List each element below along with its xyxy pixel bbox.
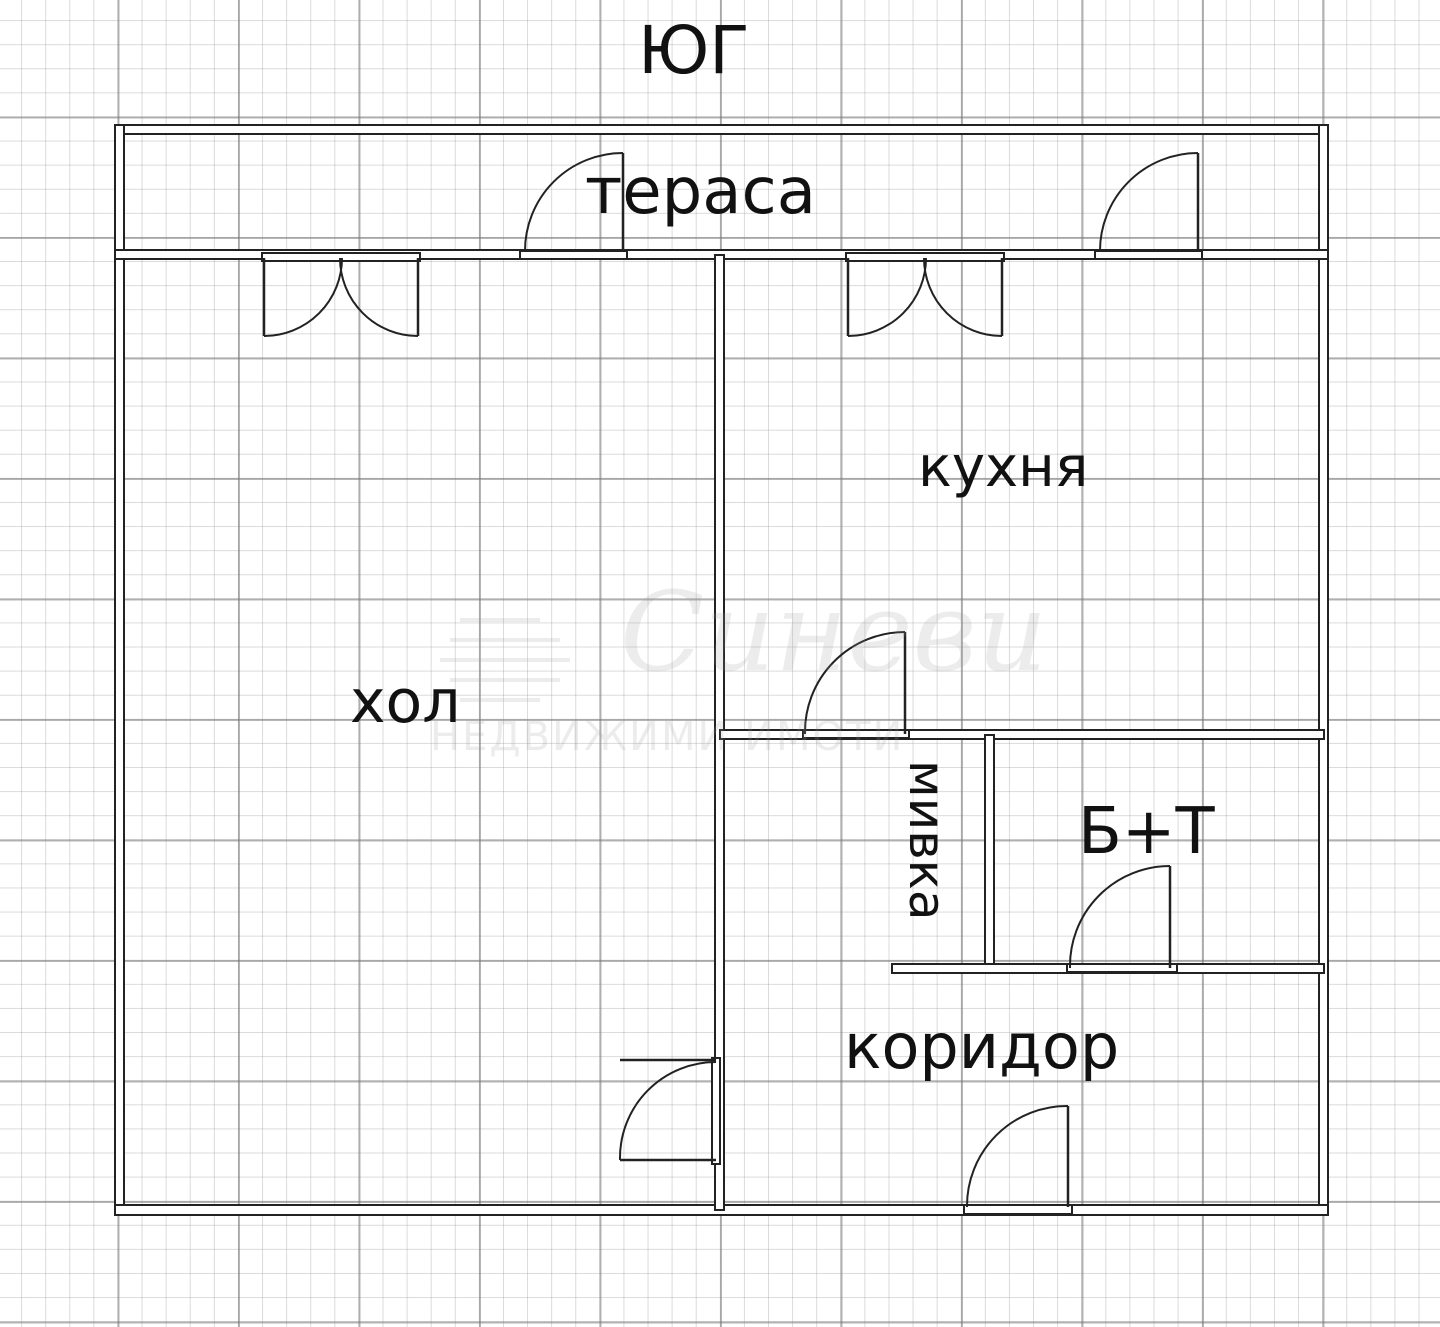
room-label-living-room: хол (350, 667, 461, 737)
door-living (618, 1057, 721, 1165)
wall-top (114, 124, 1329, 135)
room-label-sink: мивка (898, 760, 956, 921)
door-kitchen-double (845, 252, 1005, 337)
orientation-label-south: ЮГ (638, 12, 750, 89)
watermark-logo-text: Синеви (620, 568, 1047, 696)
wall-left (114, 124, 125, 1216)
room-label-corridor: коридор (844, 1010, 1120, 1083)
door-living-double (261, 252, 421, 337)
door-entrance (963, 1104, 1073, 1215)
watermark-swirl-icon (440, 618, 570, 702)
watermark-tagline: НЕДВИЖИМИ ИМОТИ (430, 714, 904, 760)
door-kitchen (802, 631, 910, 739)
door-terrace-left (519, 152, 628, 260)
room-label-kitchen: кухня (918, 435, 1089, 500)
door-bathroom (1066, 865, 1178, 973)
room-label-bathroom: Б+Т (1078, 795, 1215, 869)
door-terrace-right (1094, 152, 1203, 260)
wall-kitchen-bottom (719, 729, 1325, 740)
room-label-terrace: тераса (585, 155, 816, 229)
watermark-logo: Синеви НЕДВИЖИМИ ИМОТИ (430, 568, 1047, 760)
wall-right (1318, 124, 1329, 1216)
